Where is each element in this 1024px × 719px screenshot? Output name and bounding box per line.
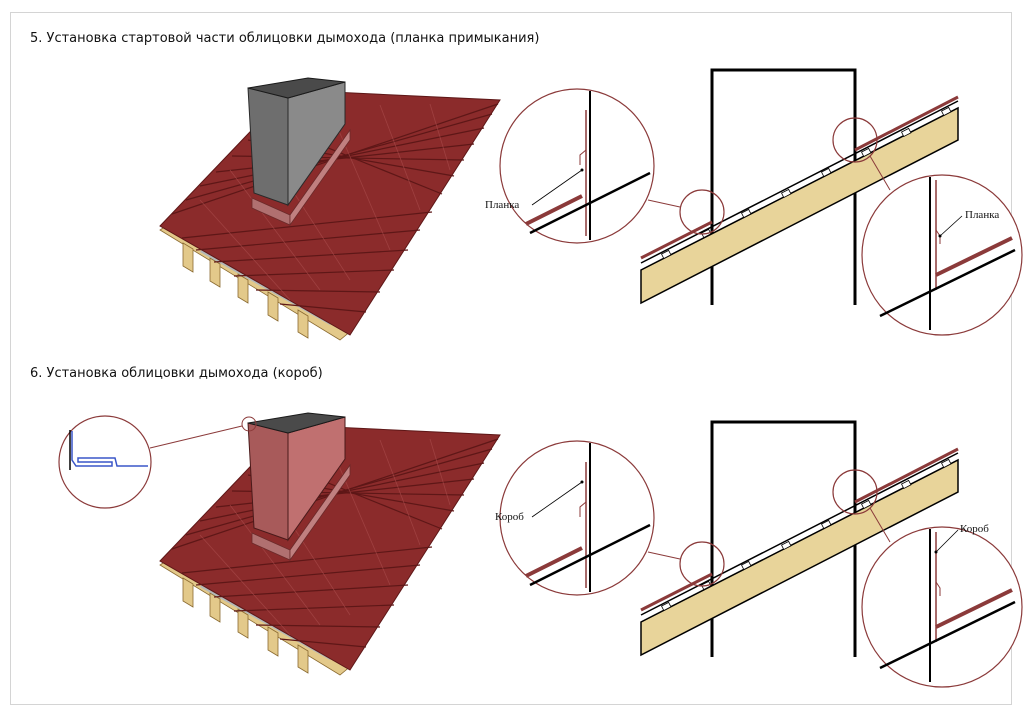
diagram-frame <box>10 12 1012 705</box>
step-5-title: 5. Установка стартовой части облицовки д… <box>30 31 540 46</box>
step-6-chimney <box>247 412 351 562</box>
step-5-left-label: Планка <box>485 199 519 211</box>
step-6-roof-illustration <box>159 412 501 676</box>
step-6-title: 6. Установка облицовки дымохода (короб) <box>30 366 323 381</box>
step-6-section-drawing: Короб Короб <box>495 420 1023 688</box>
step-6-left-label: Короб <box>495 511 524 523</box>
step-5-chimney <box>247 77 351 227</box>
step-5-roof-illustration <box>159 77 501 341</box>
step-6-right-label: Короб <box>960 523 989 535</box>
step-5-section-drawing: Планка Планка <box>485 68 1023 336</box>
step-5-right-label: Планка <box>965 209 999 221</box>
step-6-seam-detail <box>58 415 257 509</box>
